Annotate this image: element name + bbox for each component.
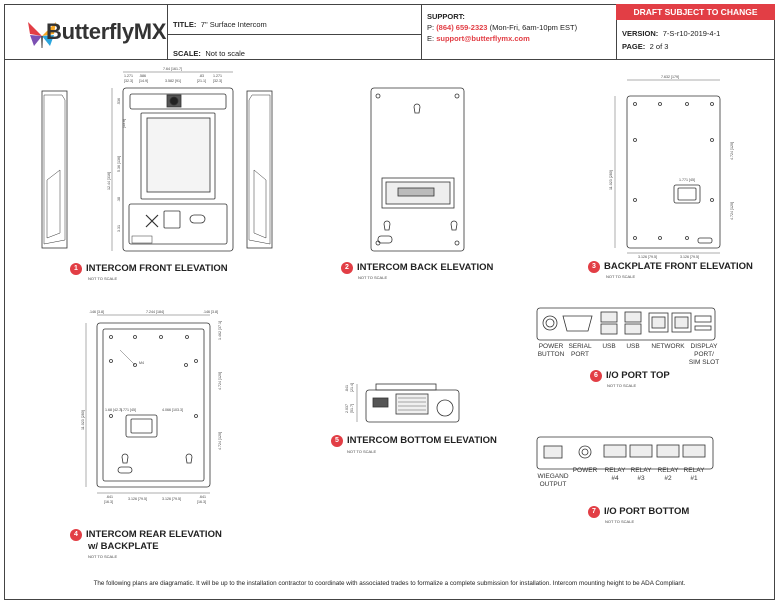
svg-text:1.771 [45]: 1.771 [45] — [679, 178, 695, 182]
port-label-relay-1: RELAY#1 — [683, 467, 705, 482]
svg-text:3.126 [79.5]: 3.126 [79.5] — [162, 497, 181, 501]
port-label-network: NETWORK — [651, 343, 685, 350]
svg-text:[13.6]: [13.6] — [122, 119, 126, 128]
footer-note: The following plans are diagramatic. It … — [93, 580, 686, 587]
svg-text:5.36 [136]: 5.36 [136] — [117, 156, 121, 172]
port-label-power: POWER — [572, 467, 598, 474]
io-port-bottom-view — [536, 436, 714, 470]
svg-text:7.632 [179]: 7.632 [179] — [661, 75, 679, 79]
backplate-front-view — [614, 79, 721, 254]
svg-text:4.724 [120]: 4.724 [120] — [730, 202, 734, 220]
svg-text:11.023 [280]: 11.023 [280] — [609, 170, 613, 190]
svg-text:[32.3]: [32.3] — [124, 79, 133, 83]
intercom-rear-view — [85, 314, 211, 494]
svg-text:7.244 [184]: 7.244 [184] — [146, 310, 164, 314]
svg-text:[21.1]: [21.1] — [197, 79, 206, 83]
version-field: VERSION: 7-S-r10-2019-4-1 PAGE: 2 of 3 — [622, 29, 721, 51]
svg-text:4.724 [120]: 4.724 [120] — [218, 432, 222, 450]
svg-text:1.271: 1.271 — [213, 74, 222, 78]
svg-text:[21.4]: [21.4] — [350, 383, 354, 392]
svg-text:4.724 [120]: 4.724 [120] — [218, 372, 222, 390]
intercom-bottom-view — [356, 383, 460, 423]
svg-text:3.582 [91]: 3.582 [91] — [165, 79, 181, 83]
drawing-sheet — [4, 4, 775, 600]
port-label-usb-2: USB — [626, 343, 640, 350]
svg-text:3.126 [79.5]: 3.126 [79.5] — [638, 255, 657, 259]
svg-text:.841: .841 — [345, 385, 349, 392]
intercom-side-view-left — [41, 90, 68, 249]
intercom-back-view — [370, 87, 465, 252]
svg-text:1.68 [42.7]: 1.68 [42.7] — [105, 408, 122, 412]
svg-text:12.44 [316]: 12.44 [316] — [107, 172, 111, 190]
port-label-relay-3: RELAY#3 — [630, 467, 652, 482]
support-email[interactable]: support@butterflymx.com — [436, 34, 530, 43]
svg-text:3.126 [79.5]: 3.126 [79.5] — [128, 497, 147, 501]
svg-text:[16.3]: [16.3] — [104, 500, 113, 504]
svg-text:2.037: 2.037 — [345, 404, 349, 413]
io-port-top-view — [536, 307, 716, 341]
svg-text:3.31: 3.31 — [117, 225, 121, 232]
support-field: SUPPORT: P: (864) 659-2323 (Mon-Fri, 6am… — [427, 12, 578, 43]
port-label-usb-1: USB — [602, 343, 616, 350]
svg-text:7.64 [161.7]: 7.64 [161.7] — [163, 67, 182, 71]
svg-text:.536: .536 — [117, 98, 121, 105]
svg-text:[14.9]: [14.9] — [139, 79, 148, 83]
port-label-relay-4: RELAY#4 — [604, 467, 626, 482]
svg-text:.146 [3.8]: .146 [3.8] — [89, 310, 104, 314]
svg-text:11.023 [280]: 11.023 [280] — [81, 410, 85, 430]
support-phone: (864) 659-2323 — [436, 23, 488, 32]
draft-banner: DRAFT SUBJECT TO CHANGE — [616, 4, 775, 20]
port-label-relay-2: RELAY#2 — [657, 467, 679, 482]
butterfly-logo-icon — [28, 22, 56, 48]
intercom-front-view — [122, 87, 234, 252]
svg-text:.38: .38 — [117, 197, 121, 202]
intercom-side-view-right — [246, 90, 273, 249]
svg-text:.641: .641 — [199, 495, 206, 499]
svg-text:4.066 [103.3]: 4.066 [103.3] — [162, 408, 183, 412]
svg-text:1.462 [37.1]: 1.462 [37.1] — [218, 321, 222, 340]
svg-text:3.126 [79.5]: 3.126 [79.5] — [680, 255, 699, 259]
svg-text:.586: .586 — [139, 74, 146, 78]
brand-name: ButterflyMX — [46, 19, 167, 44]
svg-text:.146 [3.8]: .146 [3.8] — [203, 310, 218, 314]
scale-field: SCALE: Not to scale — [173, 49, 245, 58]
svg-text:1.271: 1.271 — [124, 74, 133, 78]
svg-text:.641: .641 — [106, 495, 113, 499]
svg-text:1.771 [45]: 1.771 [45] — [120, 408, 136, 412]
svg-text:M4: M4 — [139, 361, 144, 365]
svg-text:[32.3]: [32.3] — [213, 79, 222, 83]
svg-text:[16.3]: [16.3] — [197, 500, 206, 504]
svg-text:.83: .83 — [199, 74, 204, 78]
title-field: TITLE: 7" Surface Intercom — [173, 20, 267, 29]
title-block: ButterflyMX TITLE: 7" Surface Intercom S… — [4, 4, 775, 60]
svg-text:[51.7]: [51.7] — [350, 404, 354, 413]
svg-text:4.724 [120]: 4.724 [120] — [730, 142, 734, 160]
